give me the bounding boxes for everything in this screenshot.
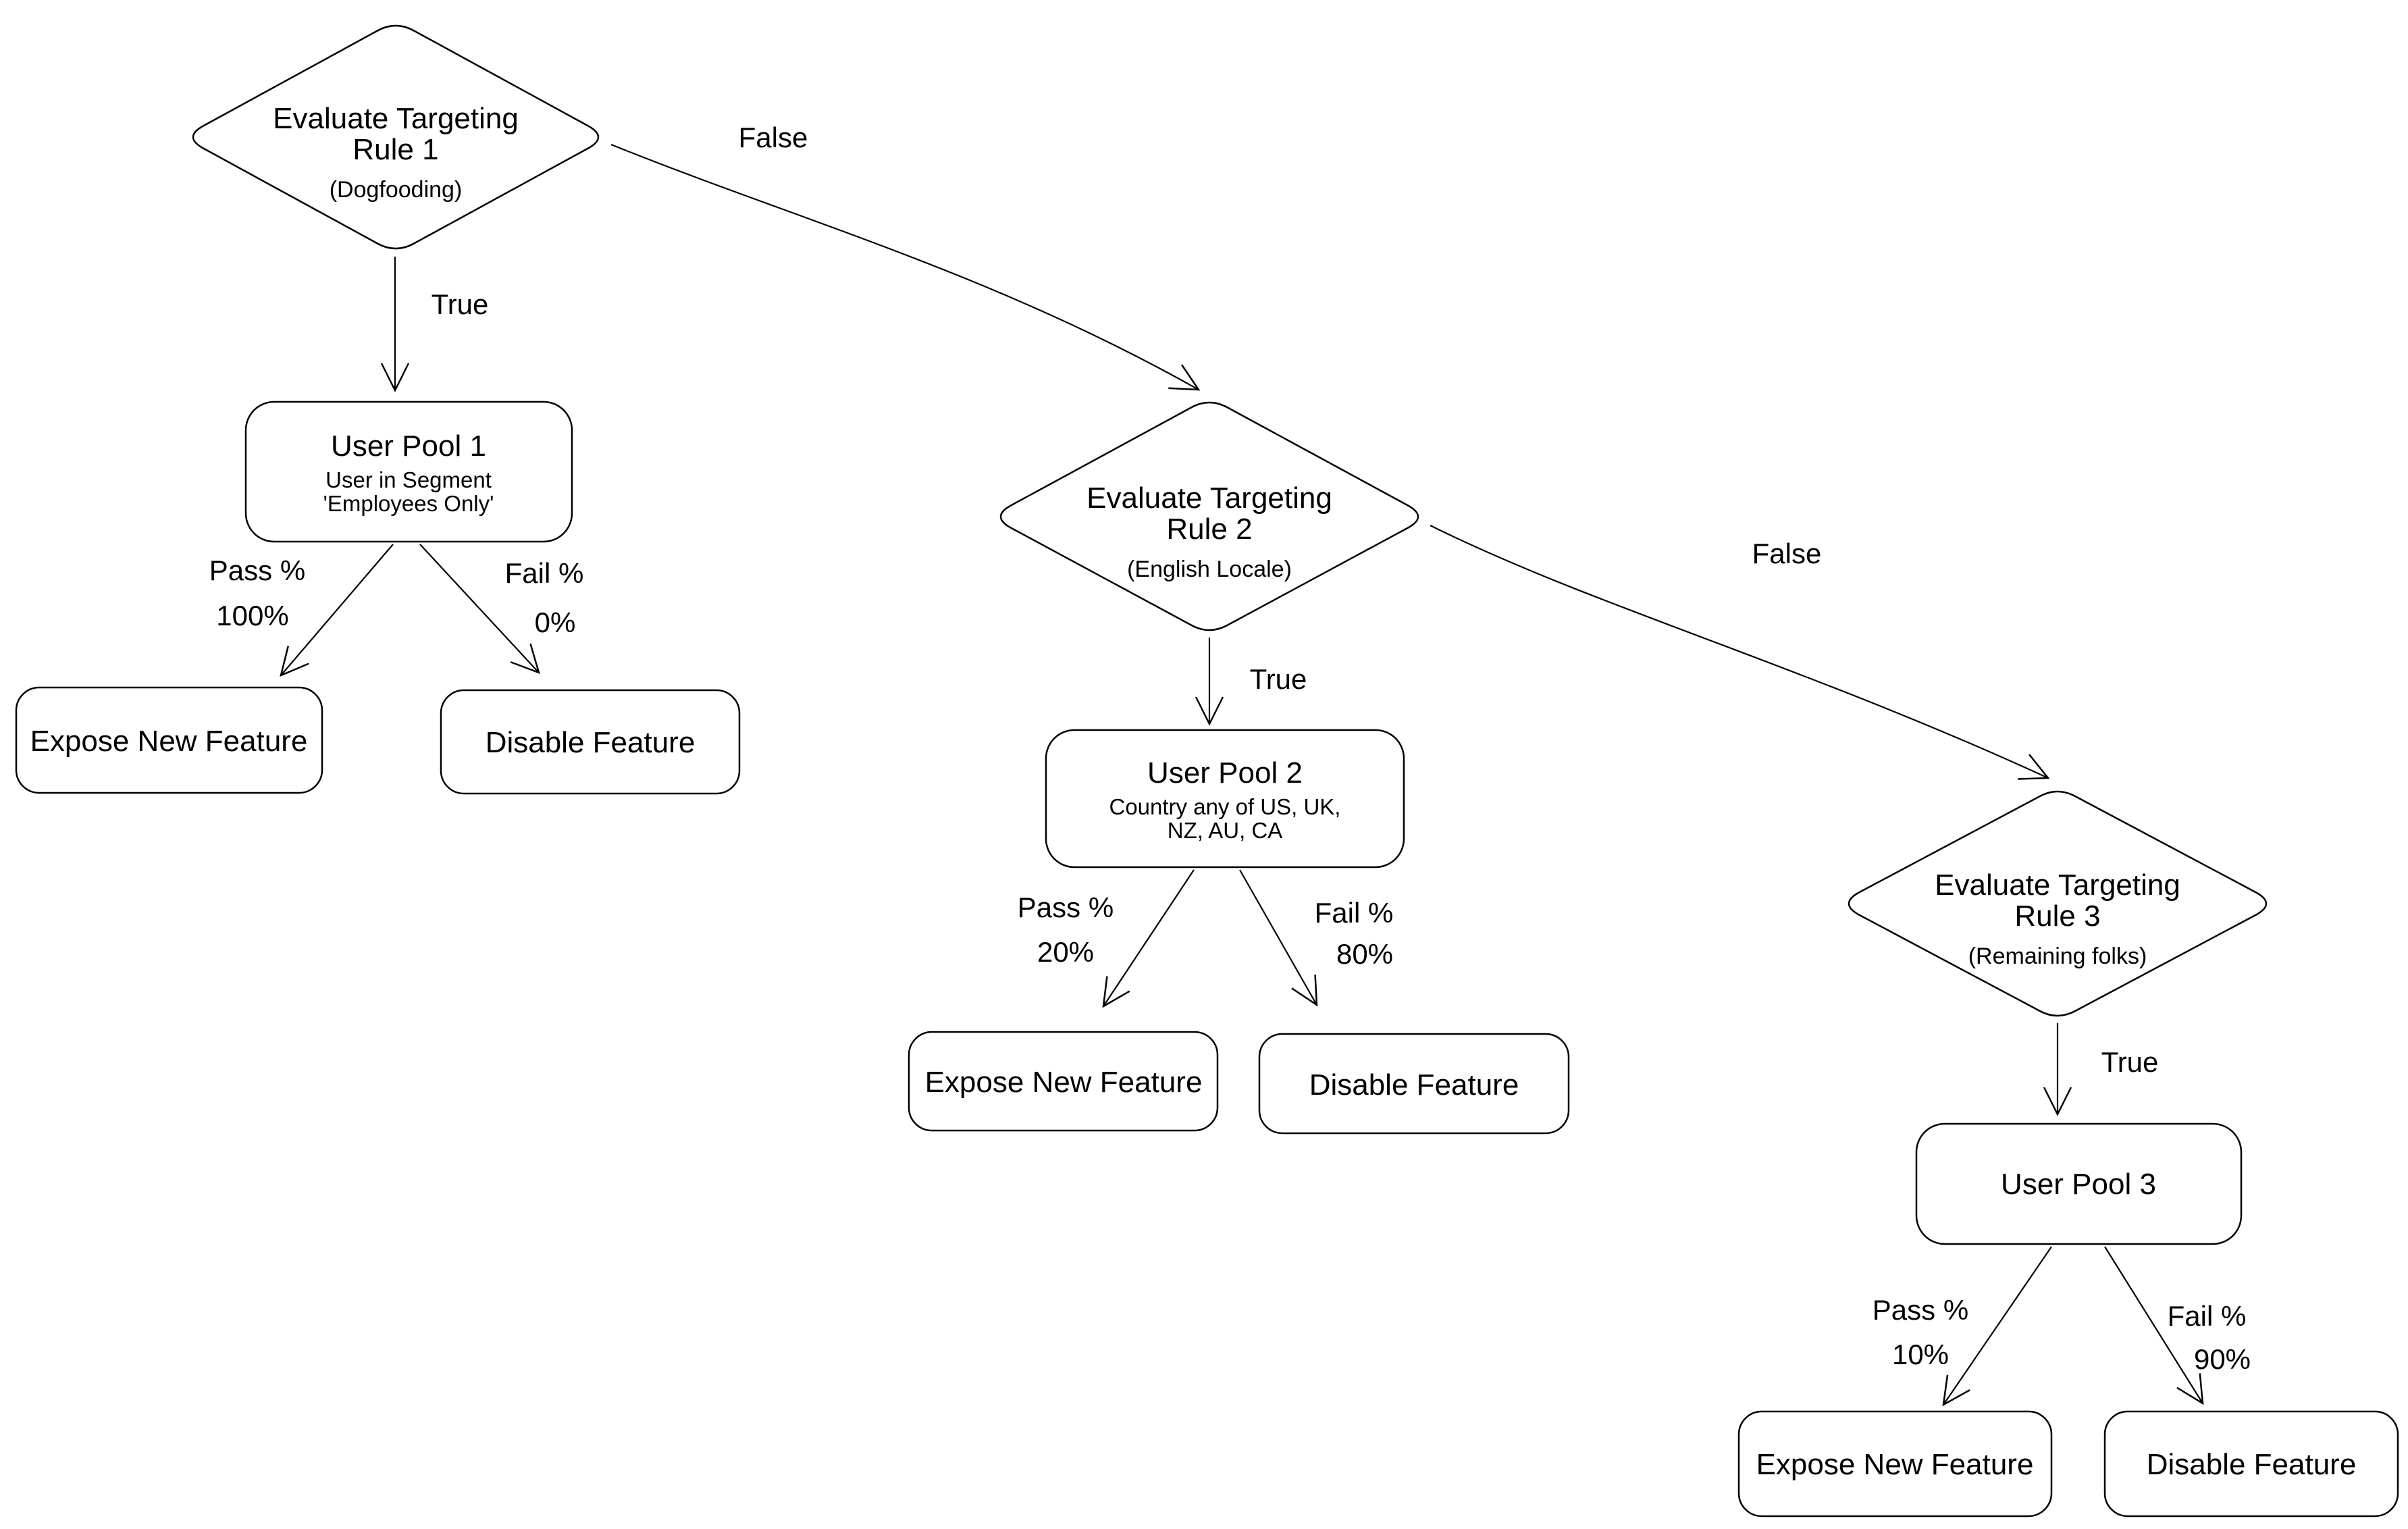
edges bbox=[280, 143, 2204, 1407]
node-disable3-box bbox=[2103, 1410, 2399, 1518]
value-pass-1: 100% bbox=[216, 600, 288, 631]
edge-labels: True False Pass % 100% Fail % 0% True Fa… bbox=[209, 122, 2251, 1375]
decision-rule1-line2: Rule 1 bbox=[352, 133, 438, 166]
decision-rule2-note: (English Locale) bbox=[1127, 556, 1292, 582]
node-expose1-box bbox=[15, 686, 323, 794]
value-pass-2: 20% bbox=[1037, 936, 1094, 968]
node-pool1-box bbox=[244, 400, 573, 543]
edge-pool1-fail bbox=[419, 544, 540, 675]
label-pass-3: Pass % bbox=[1873, 1294, 1968, 1326]
node-expose3-label: Expose New Feature bbox=[1756, 1448, 2034, 1481]
label-fail-2: Fail % bbox=[1315, 897, 1394, 929]
edge-pool2-fail bbox=[1239, 869, 1318, 1007]
node-expose2-label: Expose New Feature bbox=[925, 1066, 1203, 1099]
value-pass-3: 10% bbox=[1892, 1339, 1949, 1370]
value-fail-2: 80% bbox=[1336, 938, 1393, 970]
decision-rule1-diamond bbox=[192, 24, 600, 250]
node-pool1-sub1: User in Segment bbox=[325, 467, 492, 492]
node-pool1: User Pool 1 User in Segment 'Employees O… bbox=[244, 400, 573, 543]
decision-rule2-line1: Evaluate Targeting bbox=[1087, 482, 1332, 515]
node-pool1-title: User Pool 1 bbox=[331, 430, 486, 463]
decision-rule1: Evaluate Targeting Rule 1 (Dogfooding) bbox=[192, 24, 600, 250]
node-disable1-label: Disable Feature bbox=[486, 726, 696, 759]
label-true-1: True bbox=[431, 288, 489, 320]
edge-pool3-pass bbox=[1942, 1246, 2052, 1407]
edge-rule1-false bbox=[610, 143, 1201, 391]
node-disable1-box bbox=[440, 689, 741, 795]
edge-pool1-pass bbox=[280, 544, 394, 677]
node-pool2: User Pool 2 Country any of US, UK, NZ, A… bbox=[1045, 729, 1405, 869]
label-false-2: False bbox=[1752, 538, 1822, 569]
label-true-3: True bbox=[2101, 1046, 2159, 1078]
label-fail-1: Fail % bbox=[505, 557, 584, 589]
value-fail-1: 0% bbox=[535, 606, 576, 638]
node-pool3: User Pool 3 bbox=[1915, 1122, 2243, 1245]
decision-rule1-line1: Evaluate Targeting bbox=[273, 102, 519, 135]
decision-rule3-diamond bbox=[1848, 790, 2268, 1017]
decision-rule3-line1: Evaluate Targeting bbox=[1935, 869, 2180, 902]
node-expose3: Expose New Feature bbox=[1737, 1410, 2053, 1518]
node-disable3-label: Disable Feature bbox=[2147, 1448, 2357, 1481]
label-false-1: False bbox=[739, 122, 808, 153]
node-pool1-sub2: 'Employees Only' bbox=[323, 491, 494, 516]
node-pool2-sub2: NZ, AU, CA bbox=[1168, 818, 1283, 843]
node-disable2-label: Disable Feature bbox=[1309, 1068, 1519, 1102]
decision-rule1-note: (Dogfooding) bbox=[330, 177, 463, 203]
node-pool2-title: User Pool 2 bbox=[1147, 756, 1303, 789]
node-expose2-box bbox=[908, 1031, 1219, 1132]
label-fail-3: Fail % bbox=[2168, 1300, 2247, 1332]
decision-rule3-note: (Remaining folks) bbox=[1968, 943, 2147, 969]
label-true-2: True bbox=[1250, 663, 1307, 695]
node-disable2-box bbox=[1258, 1033, 1570, 1135]
node-disable2: Disable Feature bbox=[1258, 1033, 1570, 1135]
edge-pool3-fail bbox=[2104, 1246, 2204, 1405]
node-expose1-label: Expose New Feature bbox=[30, 725, 308, 758]
node-pool3-title: User Pool 3 bbox=[2001, 1168, 2156, 1201]
label-pass-2: Pass % bbox=[1018, 891, 1114, 923]
edge-rule2-false bbox=[1430, 525, 2050, 780]
edge-pool2-pass bbox=[1102, 869, 1195, 1008]
decision-rule2-line2: Rule 2 bbox=[1166, 513, 1252, 546]
node-pool3-box bbox=[1915, 1122, 2243, 1245]
node-disable3: Disable Feature bbox=[2103, 1410, 2399, 1518]
value-fail-3: 90% bbox=[2194, 1343, 2251, 1375]
node-disable1: Disable Feature bbox=[440, 689, 741, 795]
decision-rule2: Evaluate Targeting Rule 2 (English Local… bbox=[999, 401, 1419, 631]
decision-rule2-diamond bbox=[999, 401, 1419, 631]
decision-rule3-line2: Rule 3 bbox=[2014, 900, 2100, 933]
decision-rule3: Evaluate Targeting Rule 3 (Remaining fol… bbox=[1848, 790, 2268, 1017]
node-pool2-sub1: Country any of US, UK, bbox=[1109, 794, 1341, 819]
node-expose2: Expose New Feature bbox=[908, 1031, 1219, 1132]
node-pool2-box bbox=[1045, 729, 1405, 869]
node-expose3-box bbox=[1737, 1410, 2053, 1518]
node-expose1: Expose New Feature bbox=[15, 686, 323, 794]
label-pass-1: Pass % bbox=[209, 554, 305, 586]
